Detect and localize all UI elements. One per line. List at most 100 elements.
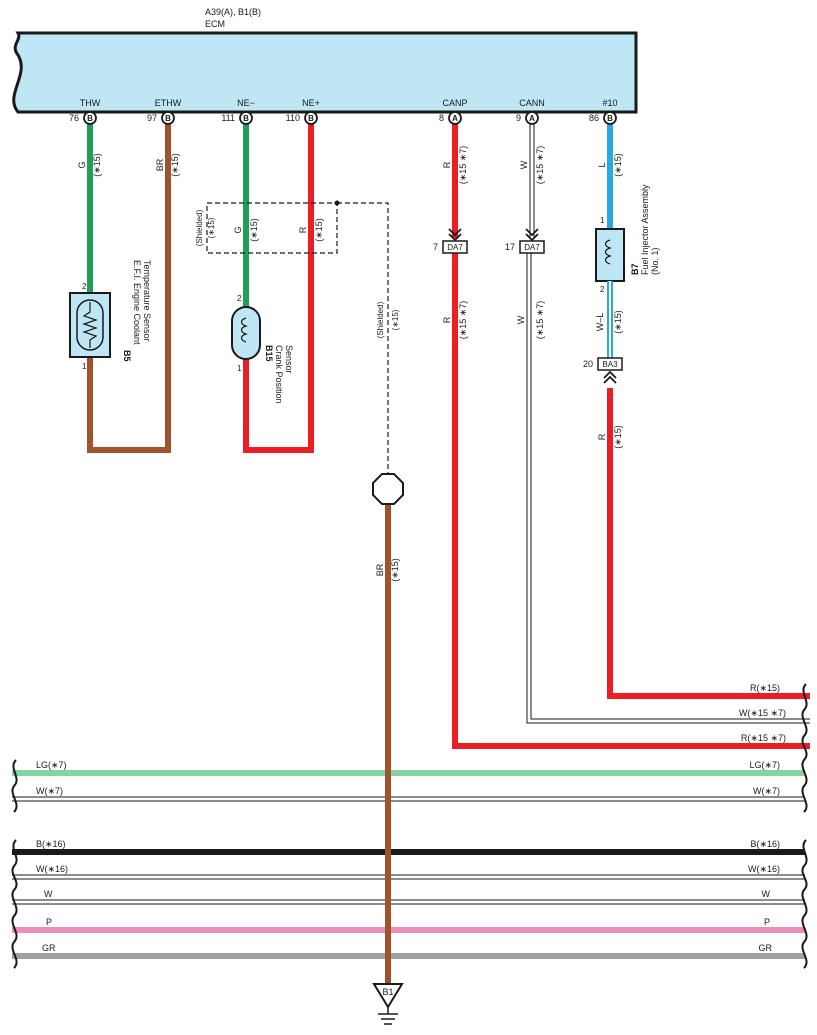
ba3-connector-chevron-icon xyxy=(603,370,617,384)
wire-shield-drain[interactable] xyxy=(337,202,389,473)
b5-pin-bottom: 1 xyxy=(82,362,87,371)
label-canp-note: (∗15 ∗7) xyxy=(458,146,468,185)
bus-label-w157: W(∗15 ∗7) xyxy=(739,708,786,718)
b7-name1: Fuel Injector Assembly xyxy=(640,184,650,275)
b5-name1: E.F.I. Engine Coolant xyxy=(132,260,142,345)
b5-label: B5 E.F.I. Engine Coolant Temperature Sen… xyxy=(122,260,152,362)
pin-cann[interactable]: A xyxy=(525,111,539,125)
pin-thw[interactable]: B xyxy=(83,111,97,125)
label-cann2-note: (∗15 ∗7) xyxy=(535,301,545,340)
b15-label: B15 Crank Position Sensor xyxy=(264,345,294,404)
ground-label: B1 xyxy=(382,987,393,997)
wire-ethw[interactable] xyxy=(87,124,171,453)
junction-da7-a-label: DA7 xyxy=(447,243,463,252)
b15-id: B15 xyxy=(264,345,274,362)
bus-w16-left: W(∗16) xyxy=(36,864,68,874)
pin-ne-plus[interactable]: B xyxy=(304,111,318,125)
b7-label: B7 Fuel Injector Assembly (No. 1) xyxy=(630,184,660,275)
junction-da7-b[interactable] xyxy=(519,240,545,254)
pin-name-ne-minus: NE− xyxy=(237,98,255,108)
pin-ne-minus[interactable]: B xyxy=(239,111,253,125)
b5-pin-top: 2 xyxy=(82,282,87,291)
bus-gr-right: GR xyxy=(759,943,773,953)
label-shield-box-note: (∗15) xyxy=(207,217,216,238)
label-ethw-note: (∗15) xyxy=(170,153,180,177)
pin-num-ethw: 97 xyxy=(147,113,157,123)
label-inj3-note: (∗15) xyxy=(613,425,623,449)
pin-num-ne-minus: 111 xyxy=(221,113,235,123)
pin-canp[interactable]: A xyxy=(448,111,462,125)
wire-ne-plus[interactable] xyxy=(243,124,314,453)
label-inj2-color: W–L xyxy=(595,313,605,332)
label-thw-note: (∗15) xyxy=(92,153,102,177)
wire-injector-to-bus[interactable] xyxy=(607,388,810,699)
b5-id-text: B5 xyxy=(122,350,132,362)
pin-ethw[interactable]: B xyxy=(161,111,175,125)
ground-b1-marker[interactable] xyxy=(372,983,404,1009)
label-ground-note: (∗15) xyxy=(390,558,400,582)
ecm-pin-circles: B B B B A A B xyxy=(83,111,617,125)
junction-da7-a[interactable] xyxy=(442,240,468,254)
bus-gr-left: GR xyxy=(42,943,56,953)
label-inj-color: L xyxy=(597,162,607,167)
pin-name-thw: THW xyxy=(80,98,101,108)
b7-pin-bottom: 2 xyxy=(600,285,605,294)
svg-text:A: A xyxy=(452,114,458,123)
svg-text:B: B xyxy=(308,114,314,123)
label-canp2-color: R xyxy=(442,316,452,323)
label-cann-note: (∗15 ∗7) xyxy=(535,146,545,185)
junction-ba3-pin: 20 xyxy=(583,359,593,369)
svg-text:B: B xyxy=(607,114,613,123)
shield-ground-point[interactable] xyxy=(372,473,404,505)
ecm-connector-title: A39(A), B1(B) xyxy=(205,7,261,17)
label-cann-color: W xyxy=(519,160,529,169)
bus-lg7-left: LG(∗7) xyxy=(36,760,67,770)
bus-w7-right: W(∗7) xyxy=(753,786,780,796)
bus-b16-right: B(∗16) xyxy=(750,839,780,849)
bus-break-left xyxy=(11,759,18,969)
pin-num-ne-plus: 110 xyxy=(286,113,300,123)
label-inj3-color: R xyxy=(597,433,607,440)
label-canp2-note: (∗15 ∗7) xyxy=(458,301,468,340)
label-nep-color: R xyxy=(298,226,308,233)
right-bus: R(∗15) W(∗15 ∗7) R(∗15 ∗7) xyxy=(452,253,810,749)
b5-name2: Temperature Sensor xyxy=(142,260,152,342)
wire-canp-to-bus[interactable] xyxy=(452,253,810,749)
injector-b7[interactable] xyxy=(595,228,625,282)
label-cann2-color: W xyxy=(516,315,526,324)
svg-text:A: A xyxy=(529,114,535,123)
label-thw-color: G xyxy=(77,161,87,168)
label-shield-drain-note: (∗15) xyxy=(391,309,400,330)
bus-label-r15: R(∗15) xyxy=(750,683,780,693)
shield-box xyxy=(206,202,338,254)
pin-name-cann: CANN xyxy=(519,98,545,108)
b15-name2: Sensor xyxy=(284,345,294,374)
bus-w16-right: W(∗16) xyxy=(748,864,780,874)
wire-cann-to-bus-inner xyxy=(527,253,810,723)
bus-w-left: W xyxy=(44,889,53,899)
pin-name-10: #10 xyxy=(602,98,617,108)
ground-symbol-icon xyxy=(378,1007,398,1025)
label-canp-color: R xyxy=(442,161,452,168)
b7-name2: (No. 1) xyxy=(650,247,660,275)
ecm-box[interactable] xyxy=(12,31,638,114)
pin-10[interactable]: B xyxy=(603,111,617,125)
b15-name1: Crank Position xyxy=(274,345,284,404)
bus-label-r157: R(∗15 ∗7) xyxy=(741,733,786,743)
pin-name-ne-plus: NE+ xyxy=(302,98,320,108)
junction-da7-b-pin: 17 xyxy=(505,242,515,252)
sensor-b5[interactable] xyxy=(69,292,111,358)
pin-name-ethw: ETHW xyxy=(155,98,182,108)
junction-da7-b-label: DA7 xyxy=(524,243,540,252)
label-ethw-color: BR xyxy=(155,158,165,171)
b15-pin-top: 2 xyxy=(237,294,242,303)
label-nem-note: (∗15) xyxy=(249,218,259,242)
junction-ba3[interactable] xyxy=(597,357,623,371)
wire-cann-to-bus[interactable] xyxy=(526,253,810,724)
bus-p-left: P xyxy=(46,917,52,927)
label-inj-note: (∗15) xyxy=(613,153,623,177)
b15-pin-bottom: 1 xyxy=(237,364,242,373)
sensor-b15[interactable] xyxy=(231,306,261,360)
pin-name-canp: CANP xyxy=(442,98,467,108)
bus-lg7-right: LG(∗7) xyxy=(749,760,780,770)
